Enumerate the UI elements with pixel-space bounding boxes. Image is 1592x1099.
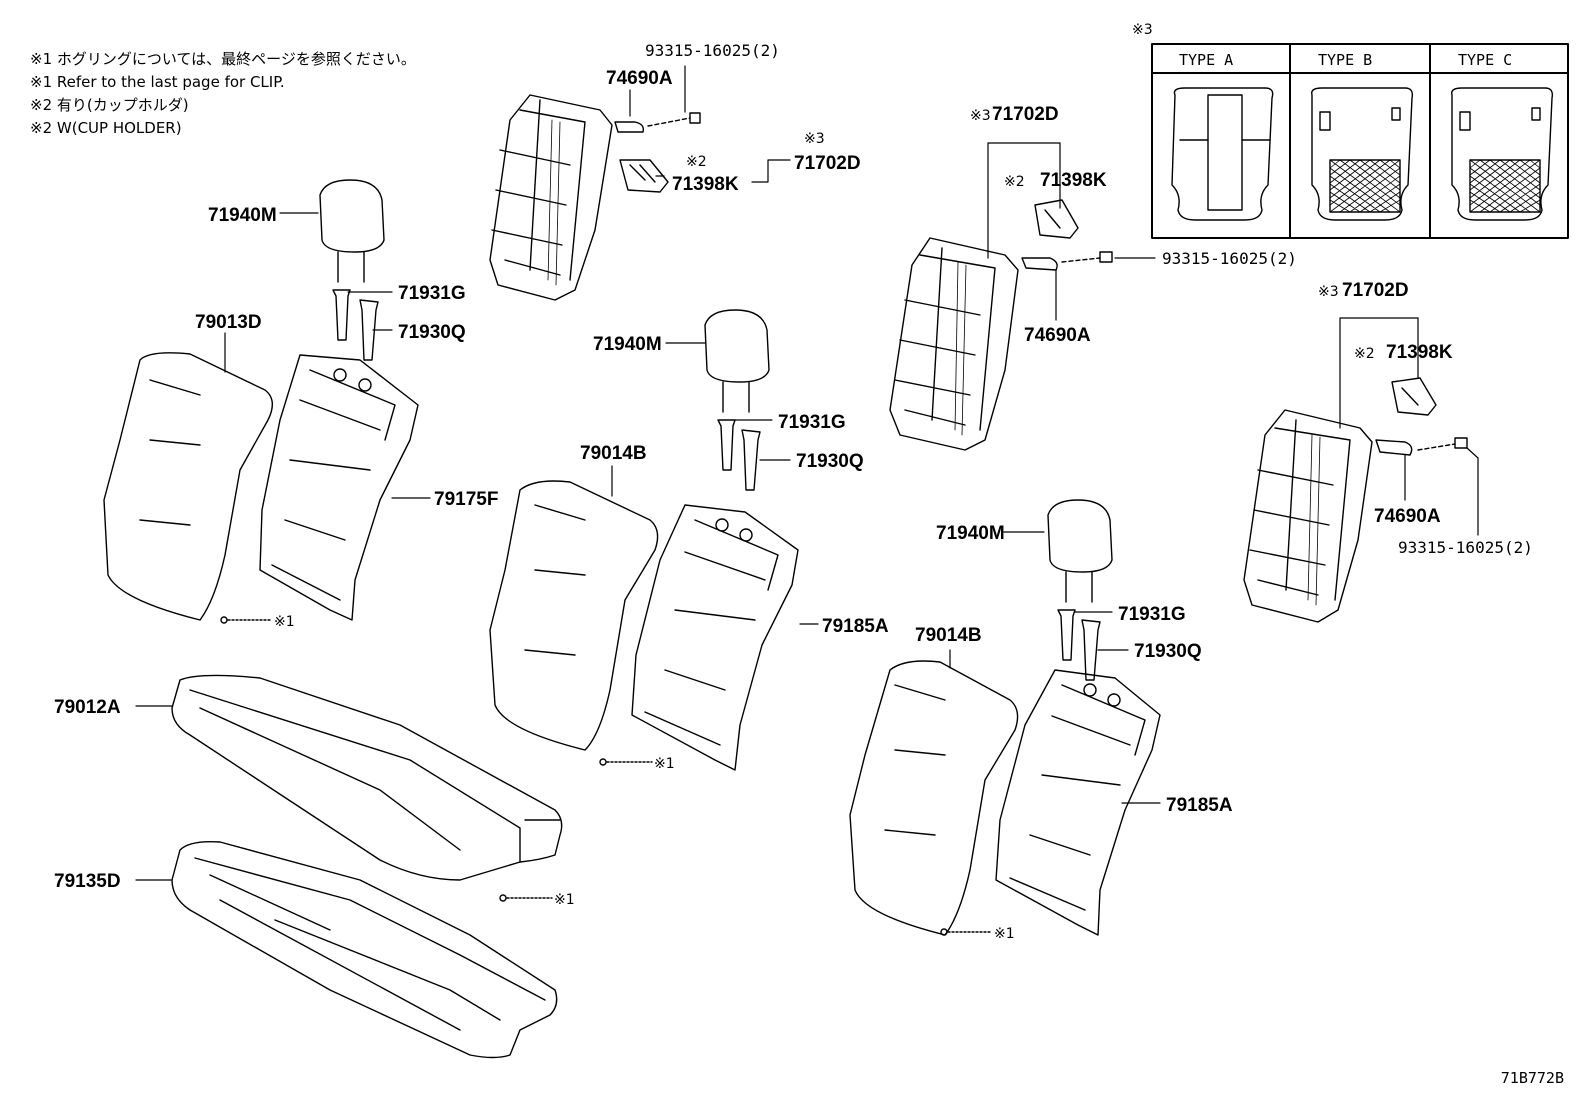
label-93315-right: 93315-16025(2): [1398, 538, 1533, 557]
label-74690A-top: 74690A: [606, 68, 673, 89]
label-79012A: 79012A: [54, 697, 121, 718]
seatback-pad-left: [103, 352, 273, 621]
headrest-2: [704, 309, 770, 413]
seatback-pad-right: [849, 660, 1019, 936]
seatback-cover-right: [995, 669, 1161, 936]
note-line-2: ※1 Refer to the last page for CLIP.: [30, 73, 285, 91]
label-79014B-2: 79014B: [915, 625, 982, 646]
label-74690A-mid: 74690A: [1024, 325, 1091, 346]
label-71930Q-1: 71930Q: [398, 322, 466, 343]
type-table: [1151, 43, 1569, 239]
seat-cushion-pad: [171, 840, 558, 1059]
note-line-3: ※2 有り(カップホルダ): [30, 96, 189, 114]
type-b-header: TYPE B: [1318, 51, 1372, 69]
label-71940M-2: 71940M: [593, 334, 662, 355]
label-71931G-3: 71931G: [1118, 604, 1186, 625]
label-79013D: 79013D: [195, 312, 262, 333]
note-line-4: ※2 W(CUP HOLDER): [30, 119, 182, 137]
label-71930Q-3: 71930Q: [1134, 641, 1202, 662]
mark-2-mid: ※2: [1004, 174, 1025, 190]
leader-lines: [135, 65, 1479, 881]
label-79014B-1: 79014B: [580, 443, 647, 464]
label-71702D-top: 71702D: [794, 153, 861, 174]
type-c-header: TYPE C: [1458, 51, 1512, 69]
clip-mark-3: ※1: [554, 892, 575, 908]
mark-2-top: ※2: [686, 154, 707, 170]
clip-mark-2: ※1: [654, 756, 675, 772]
label-79185A-1: 79185A: [822, 616, 889, 637]
diagram-code: 71B772B: [1500, 1069, 1564, 1087]
label-71702D-mid: 71702D: [992, 104, 1059, 125]
clip-mark-1: ※1: [274, 614, 295, 630]
clip-marks: [220, 616, 993, 936]
label-71398K-right: 71398K: [1386, 342, 1453, 363]
label-93315-top: 93315-16025(2): [645, 41, 780, 60]
label-71931G-2: 71931G: [778, 412, 846, 433]
legend-notes: ※1 ホグリングについては、最終ページを参照ください。 ※1 Refer to …: [30, 48, 416, 140]
label-79175F: 79175F: [434, 489, 498, 510]
seat-cushion-cover: [171, 674, 563, 881]
support-set-1: [332, 289, 379, 361]
label-93315-mid: 93315-16025(2): [1162, 249, 1297, 268]
type-a-header: TYPE A: [1179, 51, 1233, 69]
support-set-3: [1057, 609, 1101, 681]
mark-2-right: ※2: [1354, 346, 1375, 362]
type-table-marker: ※3: [1132, 22, 1153, 38]
headrest-1: [319, 179, 385, 283]
mark-3-top: ※3: [804, 131, 825, 147]
label-71940M-1: 71940M: [208, 205, 277, 226]
seatback-cover-middle: [631, 504, 799, 771]
label-71398K-top: 71398K: [672, 174, 739, 195]
label-79185A-2: 79185A: [1166, 795, 1233, 816]
label-74690A-right: 74690A: [1374, 506, 1441, 527]
mark-3-right: ※3: [1318, 284, 1339, 300]
label-71702D-right: 71702D: [1342, 280, 1409, 301]
note-line-1: ※1 ホグリングについては、最終ページを参照ください。: [30, 50, 416, 68]
headrest-3: [1047, 499, 1113, 603]
label-71398K-mid: 71398K: [1040, 170, 1107, 191]
labels: ※3 TYPE A TYPE B TYPE C 93315-16025(2) 7…: [54, 22, 1533, 942]
label-71930Q-2: 71930Q: [796, 451, 864, 472]
seatback-cover-left: [259, 354, 419, 621]
armrest-frame-right: [1243, 377, 1468, 623]
clip-mark-4: ※1: [994, 926, 1015, 942]
label-71940M-3: 71940M: [936, 523, 1005, 544]
label-71931G-1: 71931G: [398, 283, 466, 304]
seatback-pad-middle: [489, 480, 659, 751]
mark-3-mid: ※3: [970, 108, 991, 124]
armrest-frame-left: [489, 94, 701, 301]
support-set-2: [717, 419, 761, 491]
label-79135D: 79135D: [54, 871, 121, 892]
